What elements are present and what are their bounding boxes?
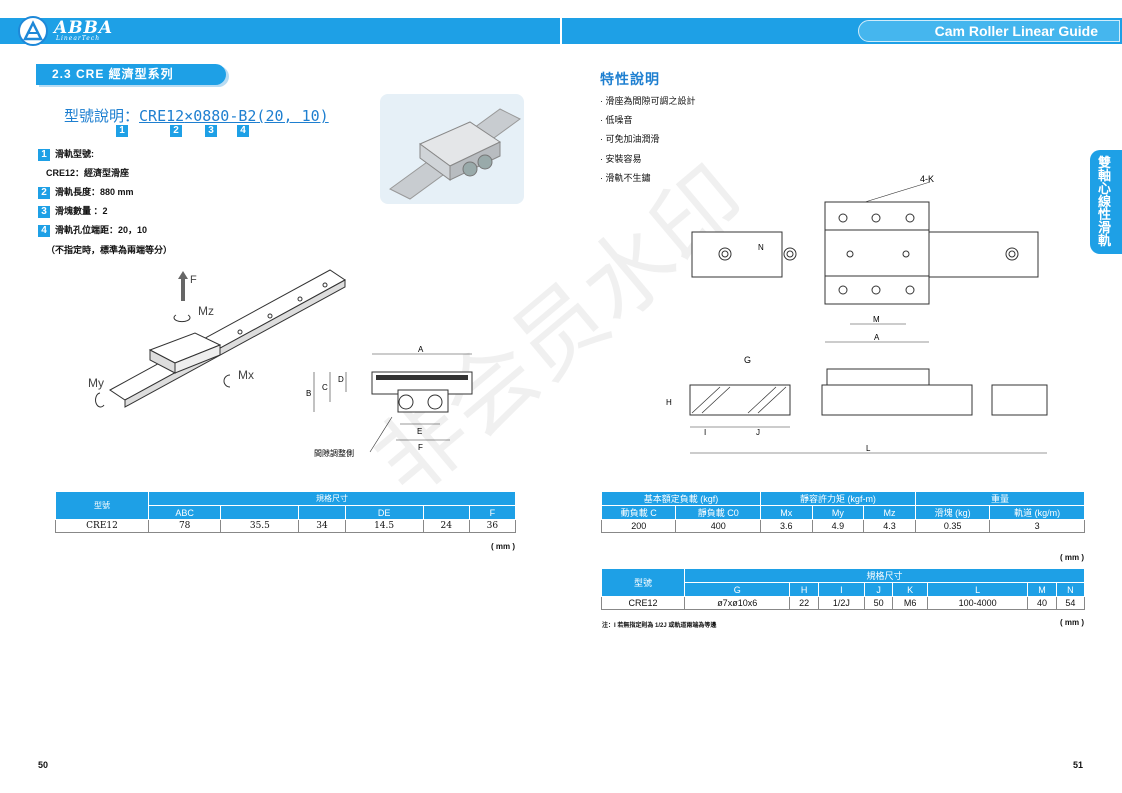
page-number-right: 51 [1073,760,1084,770]
label-D: D [338,375,344,384]
label-Mx: Mx [238,368,254,382]
label-H: H [666,398,672,407]
model-code-part-1: CRE12 [139,107,185,125]
label-C: C [322,383,328,392]
label-I: I [704,428,706,437]
logo-subtext: LinearTech [56,35,101,42]
label-E: E [417,427,422,436]
spec-hint: （不指定時，標準為兩端等分） [46,245,173,255]
col-header: F [468,505,517,520]
product-photo [380,94,524,204]
label-F-dim: F [418,443,423,452]
model-code-title: 型號說明：CRE12×0880-B2(20, 10) [64,105,329,126]
feature-item: · 低噪音 [600,115,633,125]
top-view-diagram: 4-K N M A [691,174,1039,343]
col-header [422,505,470,520]
side-view-diagram: G H I J L [666,355,1048,454]
feature-item: · 滑座為間隙可調之設計 [600,96,696,106]
col-header: DE [344,505,424,520]
page-number-left: 50 [38,760,49,770]
spec-item: CRE12：經濟型滑座 [46,168,130,178]
code-marker-1: 1 [116,125,128,137]
footnote: 注：I 若無指定則為 1/2J 或軌道兩端為等邊 [602,623,717,629]
rail-isometric-diagram: F Mz My Mx [88,269,346,408]
header-bar-left [0,18,560,44]
label-B: B [306,389,311,398]
load-header-2: 靜容許力矩 (kgf-m) [760,491,916,506]
table-header-group: 規格尺寸 [148,491,516,506]
dim-header-group: 規格尺寸 [684,568,1085,583]
label-N: N [758,243,764,252]
code-marker-3: 3 [205,125,217,137]
col-header [220,505,300,520]
load-table-unit: ( mm ) [1060,553,1084,562]
side-category-tab [1090,150,1122,254]
label-4K: 4-K [920,174,934,184]
left-table-unit: ( mm ) [491,542,515,551]
label-G: G [744,355,751,365]
feature-item: · 滑軌不生鏽 [600,173,651,183]
cross-section-diagram: A B C D E F 間隙調整側 [306,345,473,458]
model-code-part-2: ×0880-B2 [184,107,257,125]
model-code-part-3: (20, 10) [256,107,329,125]
label-My: My [88,376,104,390]
section-title: 2.3 CRE 經濟型系列 [36,64,226,85]
label-L: L [866,444,871,453]
label-Mz: Mz [198,304,214,318]
model-label: 型號說明： [64,108,140,125]
label-J: J [756,428,760,437]
label-gap-side: 間隙調整側 [314,448,354,458]
code-marker-2: 2 [170,125,182,137]
side-category-label: 雙軸心線性滑軌 [1098,155,1112,248]
code-marker-4: 4 [237,125,249,137]
header-title-tab [858,20,1120,42]
dim-header-model: 型號 [601,568,685,597]
label-A-right: A [874,333,880,342]
feature-item: · 安裝容易 [600,154,642,164]
load-header-3: 重量 [914,491,1086,506]
header-title: Cam Roller Linear Guide [934,23,1098,39]
table-header-model: 型號 [55,491,149,520]
label-M: M [873,315,880,324]
logo-mark-icon [22,20,44,41]
logo-text: ABBA [54,18,114,38]
features-title: 特性說明 [600,71,660,87]
col-header: ABC [147,505,222,520]
label-A: A [418,345,424,354]
load-header-1: 基本額定負載 (kgf) [601,491,761,506]
col-header [298,505,346,520]
dim-table-unit: ( mm ) [1060,618,1084,627]
label-F: F [190,274,197,286]
feature-item: · 可免加油潤滑 [600,134,660,144]
